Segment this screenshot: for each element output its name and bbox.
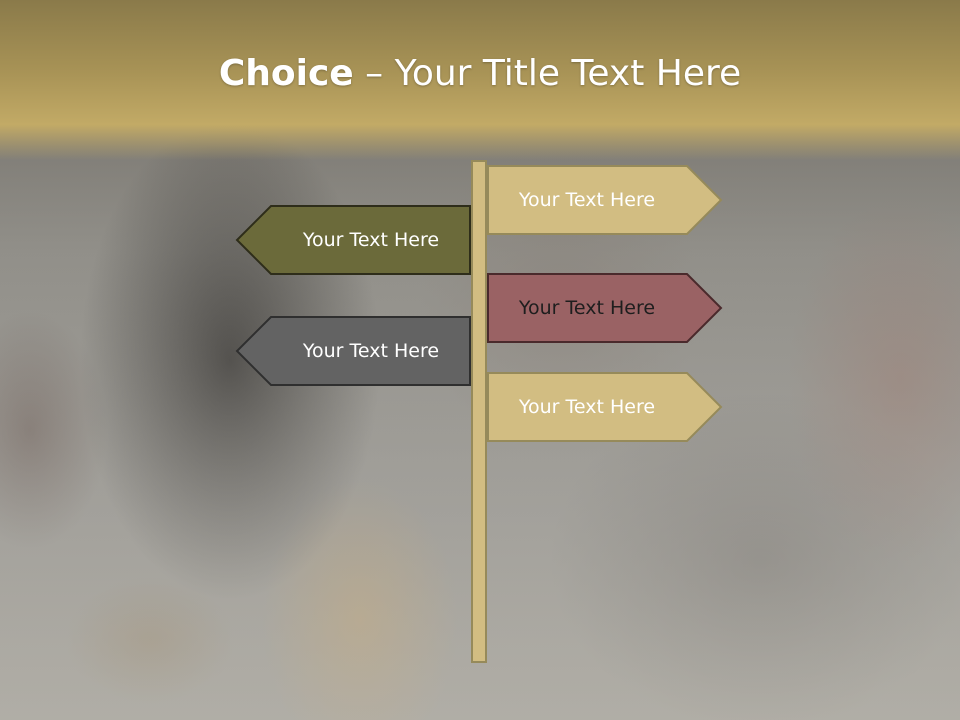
slide-title[interactable]: Choice – Your Title Text Here [0, 52, 960, 96]
arrow-right-shape [487, 165, 723, 235]
title-strong: Choice [218, 53, 354, 94]
arrow-left-shape [235, 205, 471, 275]
signpost-pole [471, 160, 487, 663]
signpost-arrow-right-3[interactable]: Your Text Here [487, 372, 723, 442]
sign-label: Your Text Here [302, 340, 440, 362]
signpost-arrow-right-2[interactable]: Your Text Here [487, 273, 723, 343]
sign-label: Your Text Here [302, 229, 440, 251]
arrow-right-shape [487, 273, 723, 343]
title-band [0, 0, 960, 160]
signpost-arrow-right-1[interactable]: Your Text Here [487, 165, 723, 235]
signpost-arrow-left-1[interactable]: Your Text Here [235, 205, 471, 275]
sign-label: Your Text Here [518, 189, 656, 211]
title-rest: – Your Title Text Here [353, 53, 742, 94]
sign-label: Your Text Here [518, 297, 656, 319]
signpost-arrow-left-2[interactable]: Your Text Here [235, 316, 471, 386]
sign-label: Your Text Here [518, 396, 656, 418]
arrow-right-shape [487, 372, 723, 442]
arrow-left-shape [235, 316, 471, 386]
